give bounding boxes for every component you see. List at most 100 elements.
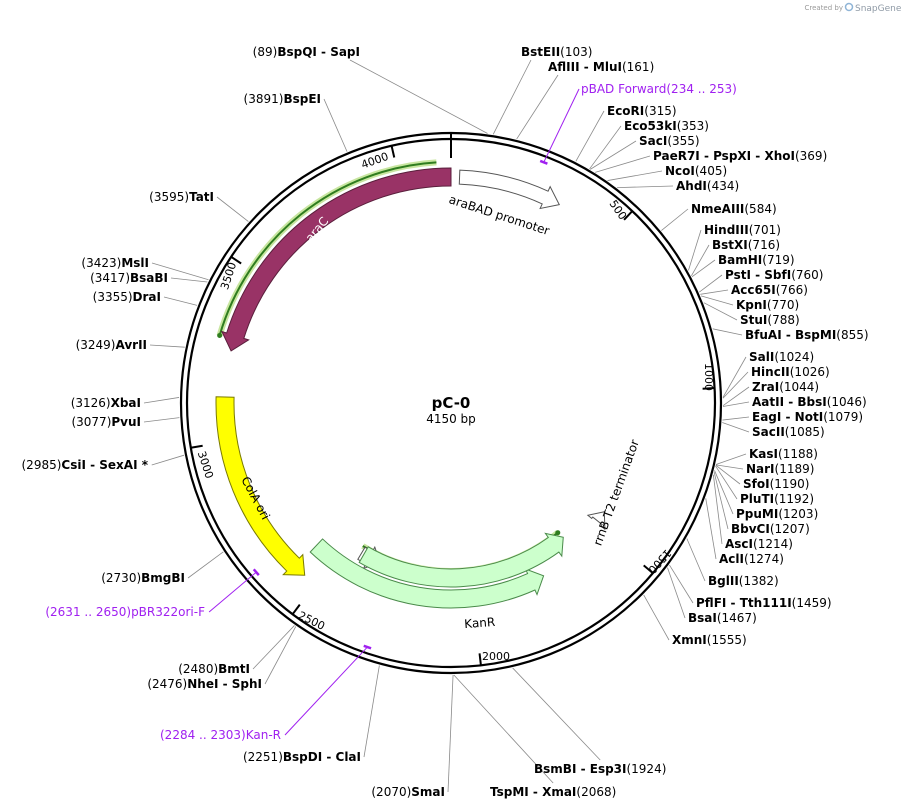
site-label: PflFI - Tth111I(1459)	[696, 596, 832, 610]
site-label: BglII(1382)	[708, 574, 779, 588]
site-position: (2480)	[178, 662, 218, 676]
site-position: (716)	[748, 238, 780, 252]
site-position: (3423)	[81, 256, 121, 270]
site-position: (89)	[253, 45, 278, 59]
site-leader-line	[453, 674, 554, 784]
site-enzyme: BamHI	[718, 253, 762, 267]
site-enzyme: PpuMI	[736, 507, 778, 521]
site-enzyme: StuI	[740, 313, 767, 327]
snapgene-credit: Created by SnapGene	[804, 2, 902, 14]
site-enzyme: PvuI	[111, 415, 141, 429]
site-leader-line	[715, 464, 741, 485]
site-position: (1189)	[775, 462, 815, 476]
site-label: (3077)PvuI	[71, 415, 141, 429]
kanr-inner-arrow	[309, 538, 545, 609]
site-label: PstI - SbfI(760)	[725, 268, 823, 282]
site-position: (788)	[767, 313, 799, 327]
site-leader-line	[713, 471, 729, 530]
primer-binding-mark	[252, 568, 260, 576]
site-leader-line	[722, 371, 749, 399]
site-enzyme: HincII	[751, 365, 790, 379]
site-position: (1555)	[707, 633, 747, 647]
site-leader-line	[323, 98, 348, 152]
site-enzyme: PluTI	[740, 492, 774, 506]
orf-arac-end	[217, 333, 223, 339]
orf-arac-line	[218, 161, 437, 336]
primer-name: pBAD Forward	[581, 82, 666, 96]
site-label: (3423)MslI	[81, 256, 149, 270]
kanr-outer-arrow	[358, 532, 564, 588]
credit-prefix: Created by	[804, 4, 843, 12]
site-position: (3355)	[93, 290, 133, 304]
site-label: AscI(1214)	[725, 537, 793, 551]
site-enzyme: AhdI	[676, 179, 707, 193]
site-label: SalI(1024)	[749, 350, 814, 364]
primer-label: (2284 .. 2303)Kan-R	[160, 728, 281, 742]
site-enzyme: NheI - SphI	[187, 677, 262, 691]
primer-name: Kan-R	[246, 728, 281, 742]
site-enzyme: ZraI	[752, 380, 779, 394]
cola-ori-arrow	[215, 396, 306, 576]
site-leader-line	[722, 386, 750, 407]
site-leader-line	[264, 626, 297, 685]
site-enzyme: AvrII	[115, 338, 147, 352]
site-leader-line	[661, 208, 689, 231]
site-label: AclI(1274)	[719, 552, 784, 566]
site-enzyme: AclI	[719, 552, 744, 566]
site-position: (1079)	[823, 410, 863, 424]
site-label: TspMI - XmaI(2068)	[490, 785, 616, 799]
site-position: (1467)	[717, 611, 757, 625]
site-label: (89)BspQI - SapI	[253, 45, 360, 59]
site-leader-line	[163, 296, 198, 306]
site-enzyme: HindIII	[704, 223, 749, 237]
site-label: HincII(1026)	[751, 365, 830, 379]
site-leader-line	[492, 59, 532, 135]
site-leader-line	[589, 125, 622, 170]
site-leader-line	[187, 551, 224, 579]
site-label: SacII(1085)	[752, 425, 825, 439]
site-leader-line	[143, 397, 180, 404]
backbone-ring	[179, 131, 723, 675]
site-leader-line	[590, 140, 637, 170]
site-label: PpuMI(1203)	[736, 507, 818, 521]
site-label: PluTI(1192)	[740, 492, 814, 506]
site-leader-line	[143, 417, 180, 423]
site-position: (1024)	[774, 350, 814, 364]
site-position: (1274)	[744, 552, 784, 566]
site-label: BsmBI - Esp3I(1924)	[534, 762, 666, 776]
site-position: (2730)	[101, 571, 141, 585]
site-leader-lines	[143, 59, 750, 793]
site-label: (2985)CsiI - SexAI *	[22, 458, 149, 472]
site-enzyme: SmaI	[411, 785, 445, 799]
tick-mark	[623, 210, 634, 221]
site-enzyme: Acc65I	[731, 283, 776, 297]
site-leader-line	[151, 454, 185, 466]
site-enzyme: AatII - BbsI	[752, 395, 827, 409]
site-position: (3077)	[71, 415, 111, 429]
site-leader-line	[700, 289, 729, 295]
site-leader-line	[170, 277, 208, 283]
site-enzyme: XbaI	[111, 396, 141, 410]
primer-leader-line	[284, 646, 368, 736]
site-label: BsaI(1467)	[688, 611, 757, 625]
primer-binding-mark	[363, 644, 372, 650]
snapgene-logo-icon	[844, 2, 854, 12]
site-leader-line	[149, 344, 185, 348]
site-enzyme: BstEII	[521, 45, 560, 59]
site-position: (1192)	[774, 492, 814, 506]
site-position: (2068)	[576, 785, 616, 799]
site-position: (3126)	[71, 396, 111, 410]
site-enzyme: CsiI - SexAI *	[61, 458, 148, 472]
site-label: (2251)BspDI - ClaI	[243, 750, 361, 764]
site-enzyme: MslI	[121, 256, 149, 270]
site-label: XmnI(1555)	[672, 633, 747, 647]
tick-label: 3500	[218, 261, 239, 292]
site-leader-line	[715, 465, 738, 500]
site-label: AhdI(434)	[676, 179, 739, 193]
site-position: (353)	[677, 119, 709, 133]
site-enzyme: XmnI	[672, 633, 707, 647]
site-leader-line	[363, 665, 380, 758]
site-position: (434)	[707, 179, 739, 193]
tick-label: 2000	[482, 650, 510, 663]
